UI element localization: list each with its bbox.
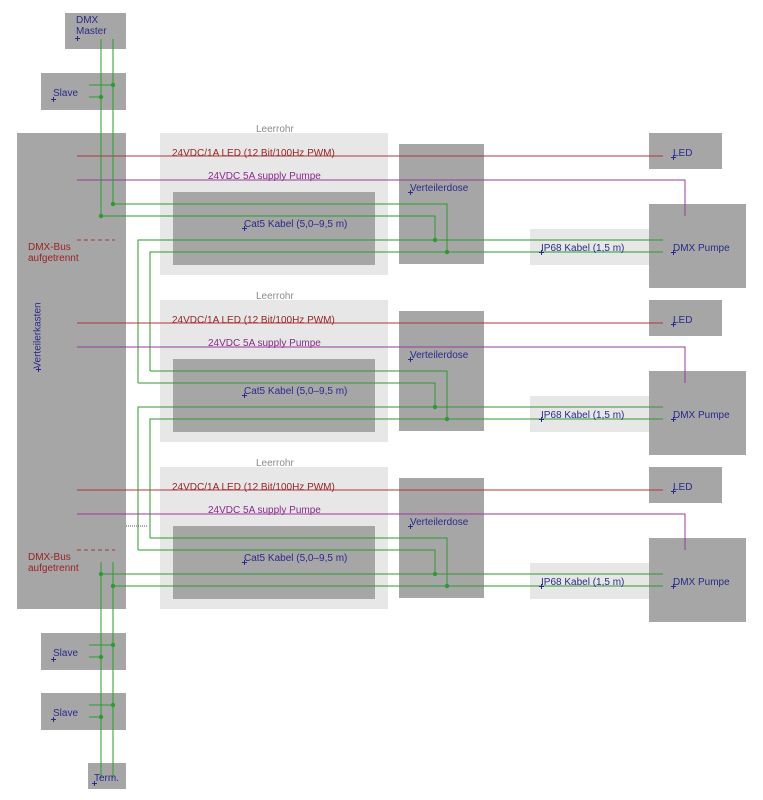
ip68-band [530, 563, 649, 599]
anchor-icon [408, 357, 413, 362]
pump-supply-label: 24VDC 5A supply Pumpe [208, 338, 321, 349]
led-cable-label: 24VDC/1A LED (12 Bit/100Hz PWM) [172, 482, 335, 493]
anchor-icon [671, 155, 676, 160]
anchor-icon [242, 560, 247, 565]
led-cable-label: 24VDC/1A LED (12 Bit/100Hz PWM) [172, 148, 335, 159]
anchor-icon [51, 717, 56, 722]
pump-supply-label: 24VDC 5A supply Pumpe [208, 171, 321, 182]
anchor-icon [242, 393, 247, 398]
led-label: LED [673, 482, 693, 493]
leerrohr-label: Leerrohr [256, 291, 294, 302]
anchor-icon [92, 781, 97, 786]
anchor-icon [539, 584, 544, 589]
led-box [649, 467, 722, 503]
pump-label: DMX Pumpe [673, 577, 730, 588]
led-box [649, 300, 722, 336]
ip68-label: IP68 Kabel (1,5 m) [541, 577, 625, 588]
led-box [649, 133, 722, 169]
anchor-icon [539, 250, 544, 255]
section-3 [77, 467, 746, 622]
verteilerdose-label: Verteilerdose [410, 183, 469, 194]
ip68-band [530, 229, 649, 265]
slave-label-bottom-2: Slave [53, 708, 79, 719]
pump-supply-label: 24VDC 5A supply Pumpe [208, 505, 321, 516]
cat5-label: Cat5 Kabel (5,0–9,5 m) [244, 553, 348, 564]
anchor-icon [671, 489, 676, 494]
ip68-label: IP68 Kabel (1,5 m) [541, 243, 625, 254]
leerrohr-label: Leerrohr [256, 458, 294, 469]
pump-box [649, 538, 746, 622]
ip68-band [530, 396, 649, 432]
section-2 [77, 300, 746, 550]
leerrohr-label: Leerrohr [256, 124, 294, 135]
led-label: LED [673, 315, 693, 326]
anchor-icon [671, 417, 676, 422]
anchor-icon [242, 226, 247, 231]
slave-label-top: Slave [53, 88, 79, 99]
anchor-icon [51, 97, 56, 102]
cat5-label: Cat5 Kabel (5,0–9,5 m) [244, 386, 348, 397]
anchor-icon [36, 367, 41, 372]
section-1 [77, 133, 746, 383]
anchor-icon [408, 524, 413, 529]
verteilerkasten-box [17, 133, 126, 609]
anchor-icon [75, 36, 80, 41]
verteilerdose-label: Verteilerdose [410, 350, 469, 361]
anchor-icon [539, 417, 544, 422]
slave-box-top [41, 73, 126, 110]
pump-box [649, 204, 746, 288]
pump-label: DMX Pumpe [673, 410, 730, 421]
slave-label-bottom-1: Slave [53, 648, 79, 659]
led-cable-label: 24VDC/1A LED (12 Bit/100Hz PWM) [172, 315, 335, 326]
pump-label: DMX Pumpe [673, 243, 730, 254]
anchor-icon [671, 250, 676, 255]
anchor-icon [51, 657, 56, 662]
terminator-label: Term. [94, 773, 119, 784]
dmx-master-box [65, 13, 126, 49]
verteilerkasten-label: Verteilerkasten [32, 302, 44, 369]
anchor-icon [671, 584, 676, 589]
verteilerdose-label: Verteilerdose [410, 517, 469, 528]
ip68-label: IP68 Kabel (1,5 m) [541, 410, 625, 421]
pump-box [649, 371, 746, 455]
slave-box-bottom-1 [41, 633, 126, 670]
led-label: LED [673, 148, 693, 159]
anchor-icon [671, 322, 676, 327]
anchor-icon [408, 190, 413, 195]
cat5-label: Cat5 Kabel (5,0–9,5 m) [244, 219, 348, 230]
slave-box-bottom-2 [41, 693, 126, 730]
